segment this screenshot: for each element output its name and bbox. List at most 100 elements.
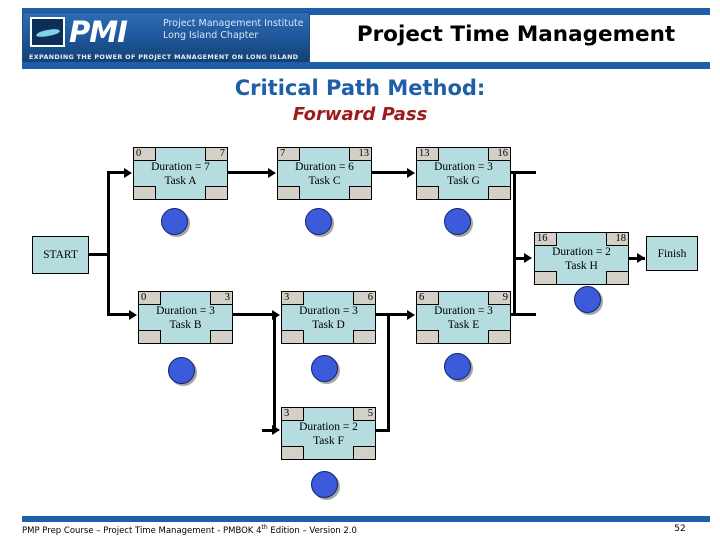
task-e-early-start: 6 (416, 291, 439, 305)
task-c-early-start: 7 (277, 147, 300, 161)
top-accent-bar (22, 8, 710, 15)
task-h-late-finish (606, 271, 629, 285)
task-h-body: Duration = 2 Task H (535, 233, 628, 284)
edge-branch-to-f (273, 313, 276, 431)
footer-accent-bar (22, 516, 710, 522)
task-c-late-start (277, 186, 300, 200)
task-c-body: Duration = 6 Task C (278, 148, 371, 199)
task-node-a[interactable]: Duration = 7 Task A 0 7 (133, 147, 228, 200)
edge-f-out (376, 429, 390, 432)
task-b-late-finish (210, 330, 233, 344)
task-node-c[interactable]: Duration = 6 Task C 7 13 (277, 147, 372, 200)
task-g-body: Duration = 3 Task G (417, 148, 510, 199)
task-b-marker-circle-icon (168, 357, 195, 384)
edge-b-to-d (233, 313, 273, 316)
task-c-early-finish: 13 (349, 147, 372, 161)
task-d-name: Task D (312, 318, 345, 331)
edge-g-out (511, 171, 536, 174)
edge-start-stub (89, 253, 110, 256)
task-e-name: Task E (447, 318, 480, 331)
finish-label: Finish (657, 247, 687, 260)
task-e-early-finish: 9 (488, 291, 511, 305)
task-e-body: Duration = 3 Task E (417, 292, 510, 343)
pmi-logo: PMI Project Management Institute Long Is… (22, 12, 310, 64)
task-node-b[interactable]: Duration = 3 Task B 0 3 (138, 291, 233, 344)
task-g-early-finish: 16 (488, 147, 511, 161)
arrow-d-to-e (407, 310, 415, 320)
edge-g-drop (513, 171, 516, 257)
task-c-marker-circle-icon (305, 208, 332, 235)
task-d-early-start: 3 (281, 291, 304, 305)
footer-text-after: Edition – Version 2.0 (267, 525, 357, 536)
task-a-marker-circle-icon (161, 208, 188, 235)
task-f-name: Task F (313, 434, 344, 447)
task-b-early-finish: 3 (210, 291, 233, 305)
task-f-early-start: 3 (281, 407, 304, 421)
arrow-b-to-d (272, 310, 280, 320)
task-f-early-finish: 5 (353, 407, 376, 421)
task-g-marker-circle-icon (444, 208, 471, 235)
logo-org-lines: Project Management Institute Long Island… (163, 18, 308, 41)
start-node[interactable]: START (32, 236, 89, 274)
task-node-h[interactable]: Duration = 2 Task H 16 18 (534, 232, 629, 285)
task-a-body: Duration = 7 Task A (134, 148, 227, 199)
footer-text-before: PMP Prep Course – Project Time Managemen… (22, 525, 262, 536)
logo-tagline: EXPANDING THE POWER OF PROJECT MANAGEMEN… (29, 53, 299, 61)
subtitle-primary: Critical Path Method: (234, 76, 486, 100)
task-g-duration: Duration = 3 (434, 160, 493, 173)
task-f-duration: Duration = 2 (299, 420, 358, 433)
edge-to-h (513, 257, 527, 260)
logo-org-line-1: Project Management Institute (163, 18, 304, 29)
task-g-name: Task G (447, 174, 480, 187)
task-d-early-finish: 6 (353, 291, 376, 305)
task-h-early-start: 16 (534, 232, 557, 246)
edge-f-riser (387, 313, 390, 432)
task-h-late-start (534, 271, 557, 285)
edge-d-to-e (376, 313, 408, 316)
task-a-early-start: 0 (133, 147, 156, 161)
task-a-early-finish: 7 (205, 147, 228, 161)
edge-c-to-g (372, 171, 408, 174)
task-a-late-finish (205, 186, 228, 200)
task-node-g[interactable]: Duration = 3 Task G 13 16 (416, 147, 511, 200)
task-e-late-start (416, 330, 439, 344)
task-d-body: Duration = 3 Task D (282, 292, 375, 343)
task-node-e[interactable]: Duration = 3 Task E 6 9 (416, 291, 511, 344)
task-c-name: Task C (308, 174, 341, 187)
task-f-late-start (281, 446, 304, 460)
arrow-to-h (524, 253, 532, 263)
edge-e-riser (513, 256, 516, 316)
page-number: 52 (674, 524, 686, 534)
long-island-icon (30, 17, 65, 47)
pmi-wordmark: PMI (69, 15, 128, 49)
task-d-late-finish (353, 330, 376, 344)
task-node-d[interactable]: Duration = 3 Task D 3 6 (281, 291, 376, 344)
task-e-late-finish (488, 330, 511, 344)
edge-start-to-b (107, 313, 130, 316)
task-c-duration: Duration = 6 (295, 160, 354, 173)
task-e-duration: Duration = 3 (434, 304, 493, 317)
arrow-c-to-g (407, 168, 415, 178)
footer-text: PMP Prep Course – Project Time Managemen… (22, 524, 357, 536)
task-node-f[interactable]: Duration = 2 Task F 3 5 (281, 407, 376, 460)
task-b-duration: Duration = 3 (156, 304, 215, 317)
logo-top-area: PMI Project Management Institute Long Is… (23, 13, 311, 51)
task-b-body: Duration = 3 Task B (139, 292, 232, 343)
task-f-marker-circle-icon (311, 471, 338, 498)
task-f-late-finish (353, 446, 376, 460)
header-accent-bar (22, 62, 710, 69)
page-title: Project Time Management (356, 22, 676, 47)
task-b-late-start (138, 330, 161, 344)
task-a-duration: Duration = 7 (151, 160, 210, 173)
task-h-duration: Duration = 2 (552, 245, 611, 258)
logo-org-line-2: Long Island Chapter (163, 29, 259, 41)
task-h-name: Task H (565, 259, 598, 272)
finish-node[interactable]: Finish (646, 236, 698, 271)
task-g-early-start: 13 (416, 147, 439, 161)
task-g-late-finish (488, 186, 511, 200)
edge-e-out (511, 313, 536, 316)
arrow-to-f (272, 425, 280, 435)
task-d-marker-circle-icon (311, 355, 338, 382)
